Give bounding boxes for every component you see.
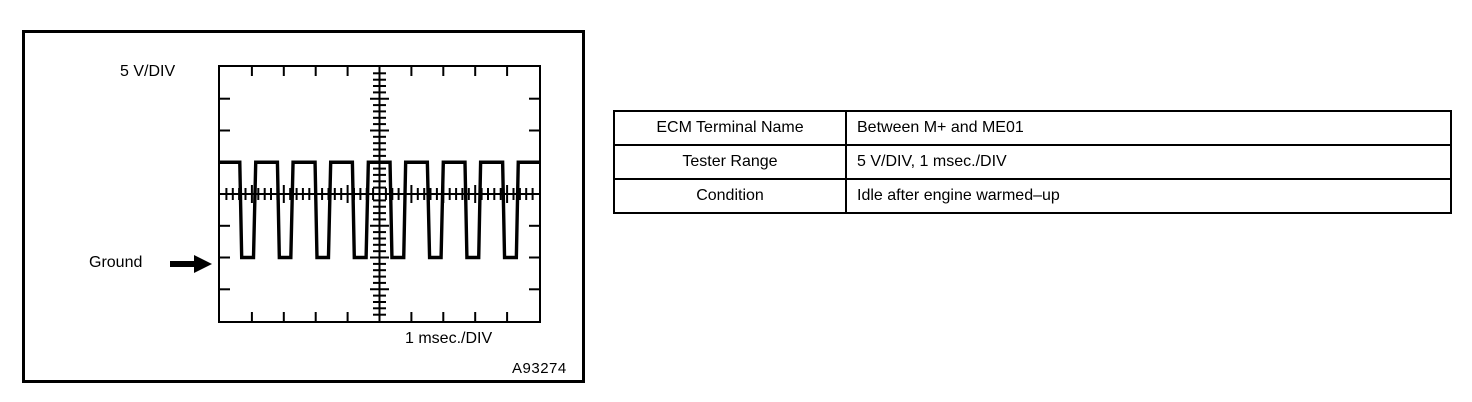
spec-label-ecm-terminal-name: ECM Terminal Name — [613, 110, 847, 146]
spec-value-condition: Idle after engine warmed–up — [845, 178, 1452, 214]
table-row: Condition Idle after engine warmed–up — [613, 178, 1452, 214]
oscilloscope-screen — [218, 65, 541, 323]
vertical-scale-label: 5 V/DIV — [120, 63, 176, 80]
arrow-right-icon — [170, 255, 212, 273]
graticule-axes — [220, 67, 539, 321]
spec-value-tester-range: 5 V/DIV, 1 msec./DIV — [845, 144, 1452, 180]
graticule-frame-ticks — [220, 67, 539, 321]
spec-table: ECM Terminal Name Between M+ and ME01 Te… — [613, 110, 1452, 214]
horizontal-scale-label: 1 msec./DIV — [405, 330, 493, 347]
table-row: Tester Range 5 V/DIV, 1 msec./DIV — [613, 144, 1452, 180]
oscilloscope-illustration-panel: 5 V/DIV Ground — [22, 30, 585, 383]
waveform-plot — [220, 67, 539, 321]
spec-value-ecm-terminal-name: Between M+ and ME01 — [845, 110, 1452, 146]
signal-trace — [220, 160, 539, 260]
graticule-y-minor-ticks — [370, 72, 389, 316]
table-row: ECM Terminal Name Between M+ and ME01 — [613, 110, 1452, 146]
ground-label: Ground — [89, 254, 143, 271]
figure-code-label: A93274 — [512, 360, 567, 377]
spec-label-condition: Condition — [613, 178, 847, 214]
spec-label-tester-range: Tester Range — [613, 144, 847, 180]
